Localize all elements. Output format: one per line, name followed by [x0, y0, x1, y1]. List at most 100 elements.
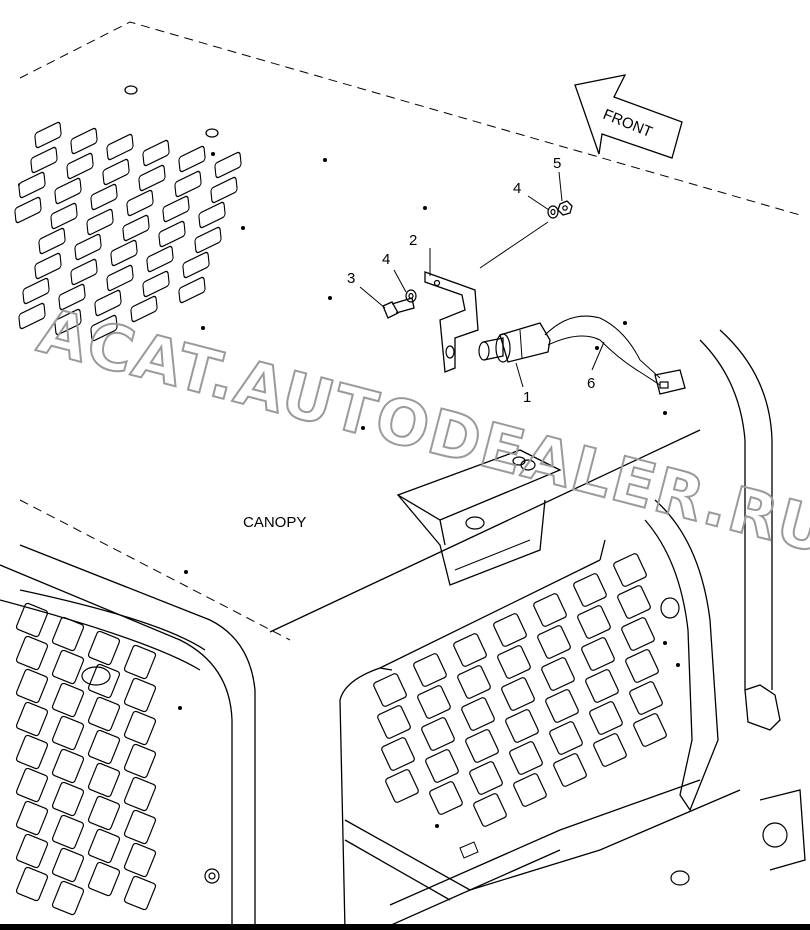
callout-1: 1 — [523, 389, 531, 406]
callout-2: 2 — [409, 232, 417, 249]
callout-3: 3 — [347, 270, 355, 287]
washer-part-4-lower — [405, 289, 417, 303]
vent-slot — [15, 866, 49, 902]
vent-slot — [87, 630, 121, 666]
front-arrow: FRONT — [574, 74, 683, 159]
vent-slot — [86, 208, 114, 236]
vent-slot — [469, 761, 503, 795]
vent-slot — [87, 729, 121, 765]
vent-slot — [50, 202, 78, 230]
vent-slot — [533, 593, 567, 627]
vent-slot — [417, 685, 451, 719]
vent-slot — [70, 127, 98, 155]
vent-slot — [74, 233, 102, 261]
vent-slot — [513, 773, 547, 807]
vent-slot — [589, 701, 623, 735]
vent-slot — [54, 308, 82, 336]
vent-slot — [625, 649, 659, 683]
vent-slot — [51, 781, 85, 817]
vent-slot — [178, 276, 206, 304]
vent-slot — [87, 663, 121, 699]
vent-slot — [413, 653, 447, 687]
vent-slot — [629, 681, 663, 715]
vent-slot — [90, 314, 118, 342]
vent-slot — [617, 585, 651, 619]
vent-slot — [90, 183, 118, 211]
watermark-text: ACAT.AUTODEALER.RU — [31, 294, 810, 569]
vent-slot — [123, 776, 157, 812]
vent-slot — [429, 781, 463, 815]
vent-slot — [501, 677, 535, 711]
vent-slot — [581, 637, 615, 671]
vent-slot — [122, 214, 150, 242]
vent-slot — [15, 602, 49, 638]
vent-slot — [142, 139, 170, 167]
vent-slot — [15, 833, 49, 869]
vent-slot — [214, 151, 242, 179]
vent-slot — [146, 245, 174, 273]
vent-slot — [497, 645, 531, 679]
vent-slot — [573, 573, 607, 607]
vent-slot — [210, 176, 238, 204]
vent-slot — [174, 170, 202, 198]
vent-slot — [593, 733, 627, 767]
vent-slot — [15, 668, 49, 704]
vent-slot — [493, 613, 527, 647]
vent-slot — [138, 164, 166, 192]
vent-slot — [182, 251, 210, 279]
washer-part-4-upper — [547, 205, 559, 219]
vent-slot — [51, 880, 85, 916]
vent-slot — [585, 669, 619, 703]
vent-slot — [123, 842, 157, 878]
vent-slot — [51, 814, 85, 850]
vent-slot — [51, 682, 85, 718]
vent-slot — [373, 673, 407, 707]
harness-part-6 — [544, 315, 686, 395]
vent-slot — [457, 665, 491, 699]
vent-slot — [87, 795, 121, 831]
vent-slot — [123, 809, 157, 845]
vent-slot — [453, 633, 487, 667]
vent-slot — [14, 196, 42, 224]
vent-slot — [34, 252, 62, 280]
vent-slot — [66, 152, 94, 180]
vent-slot — [198, 201, 226, 229]
vent-slot — [87, 828, 121, 864]
vent-slot — [130, 295, 158, 323]
vent-slot — [577, 605, 611, 639]
vent-slot — [461, 697, 495, 731]
callout-4-upper: 4 — [513, 180, 521, 197]
vent-slot — [102, 158, 130, 186]
vent-slot — [194, 226, 222, 254]
canopy-roof-outline — [0, 21, 801, 930]
vent-slot — [94, 289, 122, 317]
nut-part-5 — [557, 200, 573, 216]
vent-slot — [537, 625, 571, 659]
vent-slot — [123, 710, 157, 746]
bolt-part-3 — [382, 297, 415, 319]
vent-slot — [58, 283, 86, 311]
vent-slot — [51, 847, 85, 883]
vent-slot — [385, 769, 419, 803]
vent-slot — [545, 689, 579, 723]
vent-slot — [15, 734, 49, 770]
vent-slot — [15, 767, 49, 803]
vent-slot — [18, 171, 46, 199]
vent-slot — [549, 721, 583, 755]
vent-slot — [123, 743, 157, 779]
callout-4-lower: 4 — [382, 251, 390, 268]
vent-slot — [51, 616, 85, 652]
callout-6: 6 — [587, 375, 595, 392]
canopy-label: CANOPY — [243, 514, 306, 531]
vent-slot — [621, 617, 655, 651]
vent-slot — [15, 800, 49, 836]
vent-slot — [377, 705, 411, 739]
vent-slot — [70, 258, 98, 286]
vent-slot — [51, 649, 85, 685]
vent-slot — [613, 553, 647, 587]
vent-slot — [87, 696, 121, 732]
vent-slot — [633, 713, 667, 747]
vent-slot — [553, 753, 587, 787]
vent-slot — [87, 762, 121, 798]
